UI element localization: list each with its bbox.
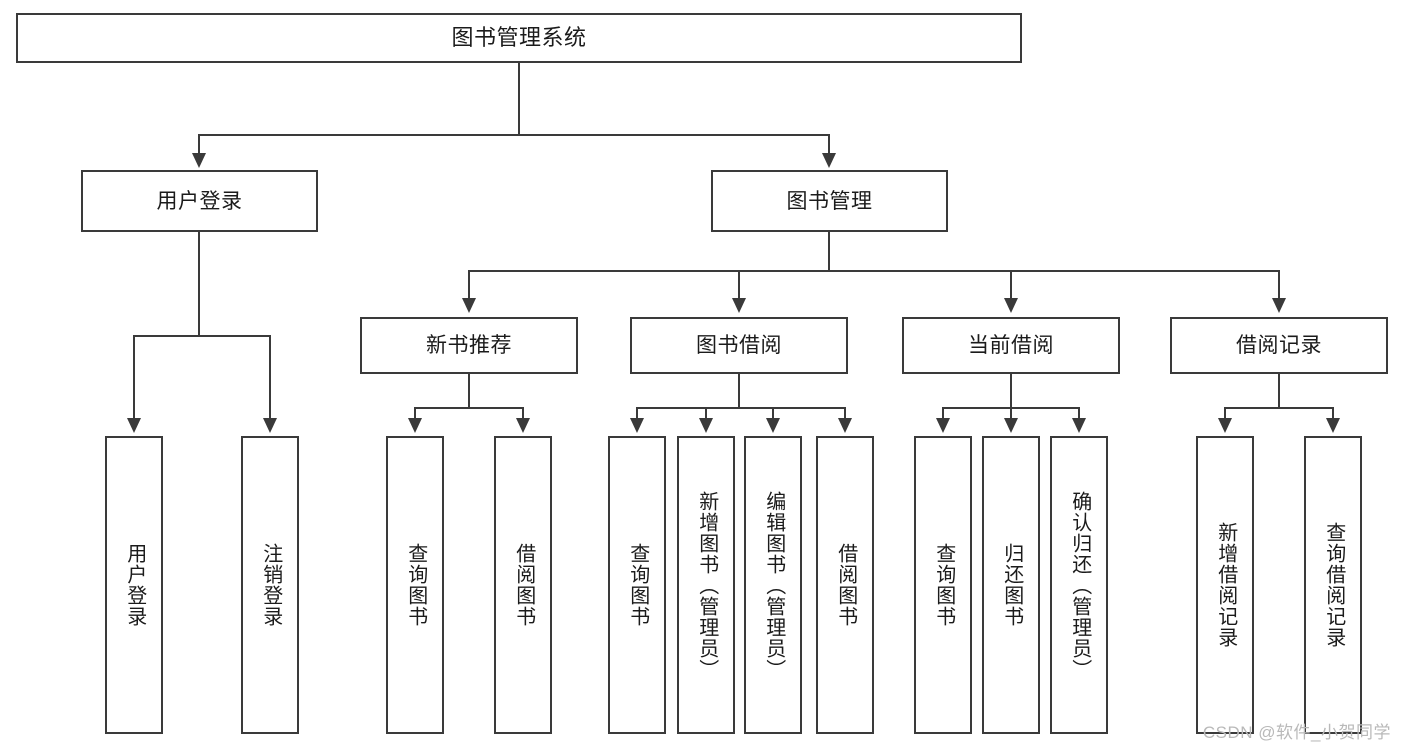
edge-new-book-bar bbox=[414, 407, 524, 409]
arrowhead-leaf-borrow-book-2 bbox=[838, 418, 852, 433]
node-book-borrow[interactable]: 图书借阅 bbox=[630, 317, 848, 374]
arrowhead-borrow-record bbox=[1272, 298, 1286, 313]
leaf-add-book-admin[interactable]: 新增图书（管理员） bbox=[677, 436, 735, 734]
edge-book-borrow-stem bbox=[738, 374, 740, 408]
arrowhead-book-manage bbox=[822, 153, 836, 168]
edge-to-current-borrow bbox=[1010, 270, 1012, 300]
node-new-book-recommend[interactable]: 新书推荐 bbox=[360, 317, 578, 374]
edge-new-book-drop-1 bbox=[414, 407, 416, 420]
arrowhead-new-book bbox=[462, 298, 476, 313]
edge-book-borrow-drop-4 bbox=[844, 407, 846, 420]
leaf-label: 查询图书 bbox=[932, 543, 955, 627]
leaf-edit-book-admin[interactable]: 编辑图书（管理员） bbox=[744, 436, 802, 734]
leaf-label: 确认归还（管理员） bbox=[1068, 490, 1091, 680]
edge-book-borrow-bar bbox=[636, 407, 846, 409]
edge-current-borrow-drop-3 bbox=[1078, 407, 1080, 420]
leaf-query-book-current[interactable]: 查询图书 bbox=[914, 436, 972, 734]
node-current-borrow[interactable]: 当前借阅 bbox=[902, 317, 1120, 374]
node-book-management[interactable]: 图书管理 bbox=[711, 170, 948, 232]
leaf-user-login[interactable]: 用户登录 bbox=[105, 436, 163, 734]
leaf-query-book-recommend[interactable]: 查询图书 bbox=[386, 436, 444, 734]
edge-to-user-login bbox=[198, 134, 200, 156]
leaf-confirm-return-admin[interactable]: 确认归还（管理员） bbox=[1050, 436, 1108, 734]
node-user-login[interactable]: 用户登录 bbox=[81, 170, 318, 232]
edge-borrow-record-stem bbox=[1278, 374, 1280, 408]
arrowhead-leaf-confirm-return bbox=[1072, 418, 1086, 433]
leaf-label: 查询图书 bbox=[626, 543, 649, 627]
node-label: 图书管理 bbox=[786, 189, 873, 213]
node-root-system[interactable]: 图书管理系统 bbox=[16, 13, 1022, 63]
leaf-label: 借阅图书 bbox=[834, 543, 857, 627]
arrowhead-book-borrow bbox=[732, 298, 746, 313]
leaf-label: 查询图书 bbox=[404, 543, 427, 627]
edge-user-login-drop-1 bbox=[133, 335, 135, 420]
edge-root-stem bbox=[518, 63, 520, 135]
arrowhead-leaf-query-book-2 bbox=[630, 418, 644, 433]
arrowhead-current-borrow bbox=[1004, 298, 1018, 313]
leaf-label: 新增借阅记录 bbox=[1214, 522, 1237, 648]
edge-user-login-stem bbox=[198, 232, 200, 336]
arrowhead-leaf-add-book bbox=[699, 418, 713, 433]
arrowhead-leaf-query-book-3 bbox=[936, 418, 950, 433]
edge-user-login-drop-2 bbox=[269, 335, 271, 420]
node-label: 借阅记录 bbox=[1236, 334, 1322, 357]
leaf-label: 新增图书（管理员） bbox=[695, 490, 718, 680]
node-label: 用户登录 bbox=[156, 189, 243, 213]
edge-level2-bar bbox=[468, 270, 1280, 272]
arrowhead-leaf-edit-book bbox=[766, 418, 780, 433]
leaf-label: 归还图书 bbox=[1000, 543, 1023, 627]
edge-borrow-record-drop-1 bbox=[1224, 407, 1226, 420]
arrowhead-leaf-user-login bbox=[127, 418, 141, 433]
node-label: 当前借阅 bbox=[968, 334, 1054, 357]
node-borrow-record[interactable]: 借阅记录 bbox=[1170, 317, 1388, 374]
edge-to-book-manage bbox=[828, 134, 830, 156]
arrowhead-user-login bbox=[192, 153, 206, 168]
leaf-logout[interactable]: 注销登录 bbox=[241, 436, 299, 734]
arrowhead-leaf-query-book-1 bbox=[408, 418, 422, 433]
edge-current-borrow-drop-2 bbox=[1010, 407, 1012, 420]
leaf-label: 借阅图书 bbox=[512, 543, 535, 627]
edge-new-book-stem bbox=[468, 374, 470, 408]
edge-to-new-book bbox=[468, 270, 470, 300]
edge-borrow-record-bar bbox=[1224, 407, 1334, 409]
leaf-borrow-book-recommend[interactable]: 借阅图书 bbox=[494, 436, 552, 734]
edge-current-borrow-drop-1 bbox=[942, 407, 944, 420]
edge-to-borrow-record bbox=[1278, 270, 1280, 300]
edge-book-borrow-drop-3 bbox=[772, 407, 774, 420]
leaf-return-book[interactable]: 归还图书 bbox=[982, 436, 1040, 734]
edge-new-book-drop-2 bbox=[522, 407, 524, 420]
edge-borrow-record-drop-2 bbox=[1332, 407, 1334, 420]
edge-book-borrow-drop-1 bbox=[636, 407, 638, 420]
edge-level1-bar bbox=[198, 134, 830, 136]
leaf-label: 用户登录 bbox=[123, 543, 146, 627]
edge-to-book-borrow bbox=[738, 270, 740, 300]
node-label: 新书推荐 bbox=[426, 334, 512, 357]
edge-book-manage-stem bbox=[828, 232, 830, 272]
edge-current-borrow-stem bbox=[1010, 374, 1012, 408]
leaf-borrow-book[interactable]: 借阅图书 bbox=[816, 436, 874, 734]
leaf-add-borrow-record[interactable]: 新增借阅记录 bbox=[1196, 436, 1254, 734]
edge-user-login-bar bbox=[133, 335, 270, 337]
arrowhead-leaf-borrow-book-1 bbox=[516, 418, 530, 433]
arrowhead-leaf-add-record bbox=[1218, 418, 1232, 433]
leaf-label: 查询借阅记录 bbox=[1322, 522, 1345, 648]
leaf-query-book-borrow[interactable]: 查询图书 bbox=[608, 436, 666, 734]
arrowhead-leaf-return-book bbox=[1004, 418, 1018, 433]
node-label: 图书借阅 bbox=[696, 334, 782, 357]
arrowhead-leaf-logout bbox=[263, 418, 277, 433]
arrowhead-leaf-query-record bbox=[1326, 418, 1340, 433]
node-label: 图书管理系统 bbox=[451, 25, 587, 50]
leaf-query-borrow-record[interactable]: 查询借阅记录 bbox=[1304, 436, 1362, 734]
edge-book-borrow-drop-2 bbox=[705, 407, 707, 420]
leaf-label: 编辑图书（管理员） bbox=[762, 490, 785, 680]
leaf-label: 注销登录 bbox=[259, 543, 282, 627]
